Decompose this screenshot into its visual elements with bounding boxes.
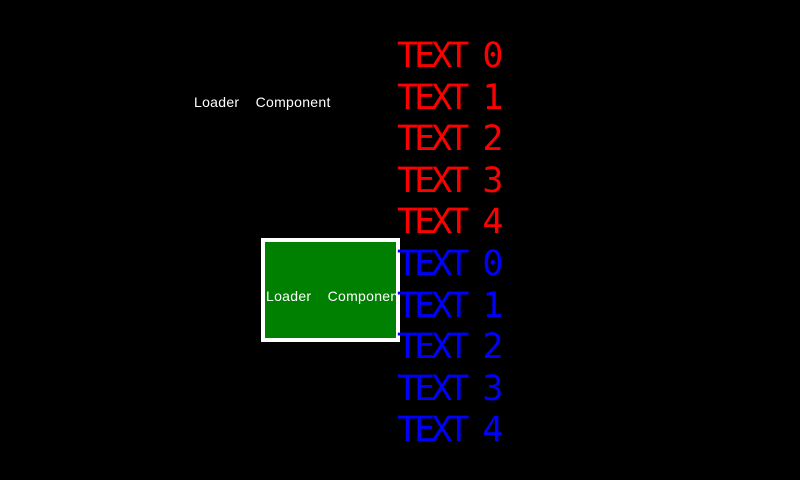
text-item-red-2: TEXT 2: [397, 119, 503, 160]
text-item-blue-4: TEXT 4: [397, 410, 503, 451]
text-item-blue-1: TEXT 1: [397, 285, 503, 326]
text-list: TEXT 0 TEXT 1 TEXT 2 TEXT 3 TEXT 4 TEXT …: [397, 36, 503, 452]
loader-box-label: Loader Component: [266, 288, 400, 304]
loader-component-label: Loader Component: [194, 94, 331, 110]
text-item-red-0: TEXT 0: [397, 36, 503, 76]
text-item-blue-2: TEXT 2: [397, 327, 503, 368]
text-item-red-4: TEXT 4: [397, 202, 503, 243]
loader-component-box: Loader Component: [261, 238, 400, 342]
text-item-blue-3: TEXT 3: [397, 368, 503, 409]
text-item-blue-0: TEXT 0: [397, 243, 503, 284]
text-item-red-1: TEXT 1: [397, 77, 503, 118]
text-item-red-3: TEXT 3: [397, 160, 503, 201]
